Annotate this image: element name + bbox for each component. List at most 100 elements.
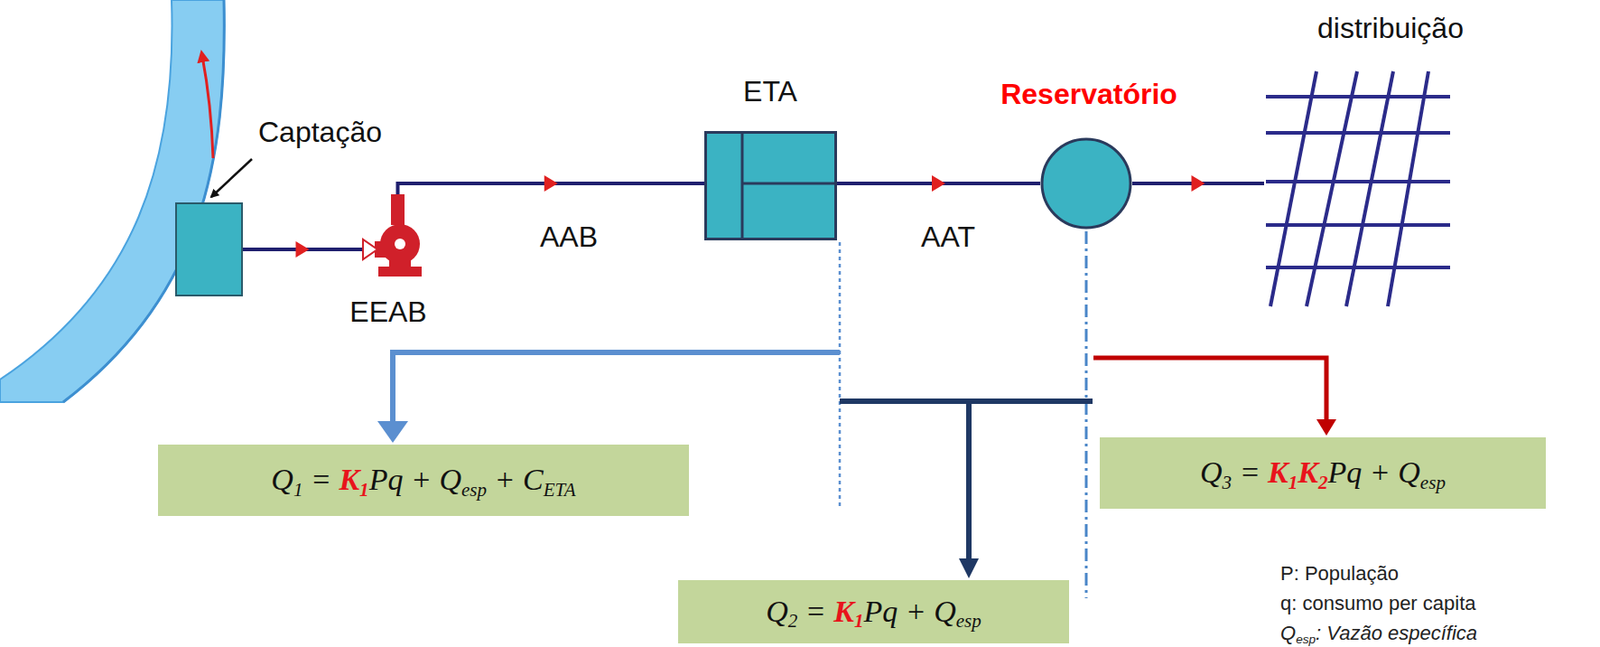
network-pipe — [1270, 71, 1317, 307]
math-variable: Q — [933, 594, 957, 628]
legend-note: q: consumo per capita — [1280, 591, 1477, 615]
bracket-arrow — [377, 420, 409, 443]
bracket-arrow — [958, 558, 979, 578]
network-pipe — [1387, 71, 1429, 307]
boundary-line — [838, 241, 842, 506]
node-label: Captação — [258, 115, 382, 149]
reservoir-tank — [1041, 139, 1131, 228]
math-variable: Q — [1397, 455, 1421, 489]
boundary-line — [1085, 231, 1089, 598]
pipe-label: AAT — [920, 220, 976, 254]
math-subscript: esp — [956, 609, 982, 632]
math-subscript: esp — [1420, 471, 1446, 494]
flow-formula: Q1 = K1Pq + Qesp + CETA — [158, 444, 689, 516]
math-subscript: 1 — [854, 609, 865, 632]
math-symbol: Pq — [369, 462, 404, 496]
pump-outlet — [390, 194, 405, 225]
math-variable: K — [833, 594, 855, 628]
math-subscript: 2 — [1318, 471, 1329, 494]
intake-structure — [176, 203, 242, 296]
math-symbol: + — [410, 462, 432, 496]
pipe-label: AAB — [539, 220, 598, 254]
pipe-connector — [398, 175, 706, 195]
bracket — [839, 400, 1093, 562]
node-label: distribuição — [1317, 11, 1464, 46]
reservoir: Reservatório — [1040, 137, 1133, 230]
flow-arrowhead — [931, 175, 946, 192]
math-variable: K — [1297, 455, 1319, 489]
flow-arrow — [202, 55, 214, 159]
treatment-plant: ETA — [704, 130, 838, 241]
plant-outline — [706, 132, 837, 240]
legend-note: Qesp: Vazão específica — [1280, 621, 1478, 645]
pump-hub — [394, 238, 406, 250]
pipe-connector — [837, 175, 1041, 192]
formula-text: Q2 = K1Pq + Qesp — [765, 593, 982, 631]
math-symbol: = — [1239, 455, 1261, 489]
flow-arrowhead — [544, 175, 559, 192]
math-subscript: 2 — [788, 609, 799, 632]
math-subscript: esp — [1295, 632, 1316, 646]
grid-shape — [1264, 67, 1454, 312]
network-pipe — [1265, 265, 1451, 270]
network-pipe — [1265, 223, 1451, 227]
math-variable: Q — [1200, 455, 1223, 489]
math-symbol: Pq — [1328, 455, 1363, 489]
math-subscript: ETA — [543, 478, 577, 501]
math-subscript: 1 — [359, 478, 370, 501]
eta-shape — [704, 130, 838, 241]
flow-arrowhead — [296, 241, 310, 258]
bracket-arrow — [1316, 418, 1337, 436]
node-label: Reservatório — [1000, 77, 1178, 112]
math-variable: K — [338, 462, 360, 496]
flow-formula: Q2 = K1Pq + Qesp — [678, 579, 1070, 643]
formula-text: Q1 = K1Pq + Qesp + CETA — [270, 461, 576, 499]
pipe-network — [1265, 71, 1451, 307]
math-variable: C — [522, 462, 544, 496]
pump-leg — [389, 259, 411, 269]
math-symbol: + — [1369, 455, 1391, 489]
pump-shape — [362, 194, 426, 280]
math-symbol: q: — [1280, 591, 1297, 614]
legend-note: P: População — [1280, 561, 1399, 586]
math-variable: Q — [438, 462, 462, 496]
math-symbol: : — [1315, 621, 1321, 644]
pipe-connector — [1132, 175, 1265, 192]
node-label: EEAB — [349, 295, 427, 329]
pointer-arrow — [211, 158, 252, 197]
math-symbol: + — [905, 594, 927, 628]
node-label: ETA — [743, 74, 798, 109]
plant-divider — [742, 132, 837, 240]
math-subscript: 3 — [1222, 471, 1233, 494]
river-bank — [63, 0, 224, 402]
math-subscript: esp — [461, 478, 487, 501]
pump-inlet-arrow — [362, 239, 378, 260]
math-variable: Q — [270, 462, 294, 496]
math-symbol: Pq — [863, 594, 898, 628]
river — [0, 0, 224, 402]
bracket — [1093, 357, 1327, 421]
network-pipe — [1265, 130, 1451, 135]
math-variable: K — [1267, 455, 1289, 489]
formula-text: Q3 = K1K2Pq + Qesp — [1200, 454, 1446, 492]
flow-arrowhead — [1191, 175, 1206, 192]
bracket — [392, 352, 840, 425]
pump-station: EEAB — [362, 194, 426, 280]
math-symbol: + — [494, 462, 516, 496]
flow-formula: Q3 = K1K2Pq + Qesp — [1099, 437, 1546, 509]
network-pipe — [1306, 71, 1358, 307]
math-variable: Q — [1280, 621, 1296, 644]
cap-shape — [175, 202, 243, 297]
distribution-grid: distribuição — [1264, 67, 1454, 312]
intake-box: Captação — [175, 202, 243, 297]
network-pipe — [1346, 71, 1394, 307]
math-subscript: 1 — [293, 478, 304, 501]
math-symbol: = — [310, 462, 332, 496]
pipe-connector — [242, 241, 363, 258]
res-shape — [1040, 137, 1133, 230]
math-variable: Q — [765, 594, 789, 628]
math-symbol: = — [805, 594, 827, 628]
math-symbol: P: — [1280, 561, 1300, 585]
math-subscript: 1 — [1288, 471, 1299, 494]
